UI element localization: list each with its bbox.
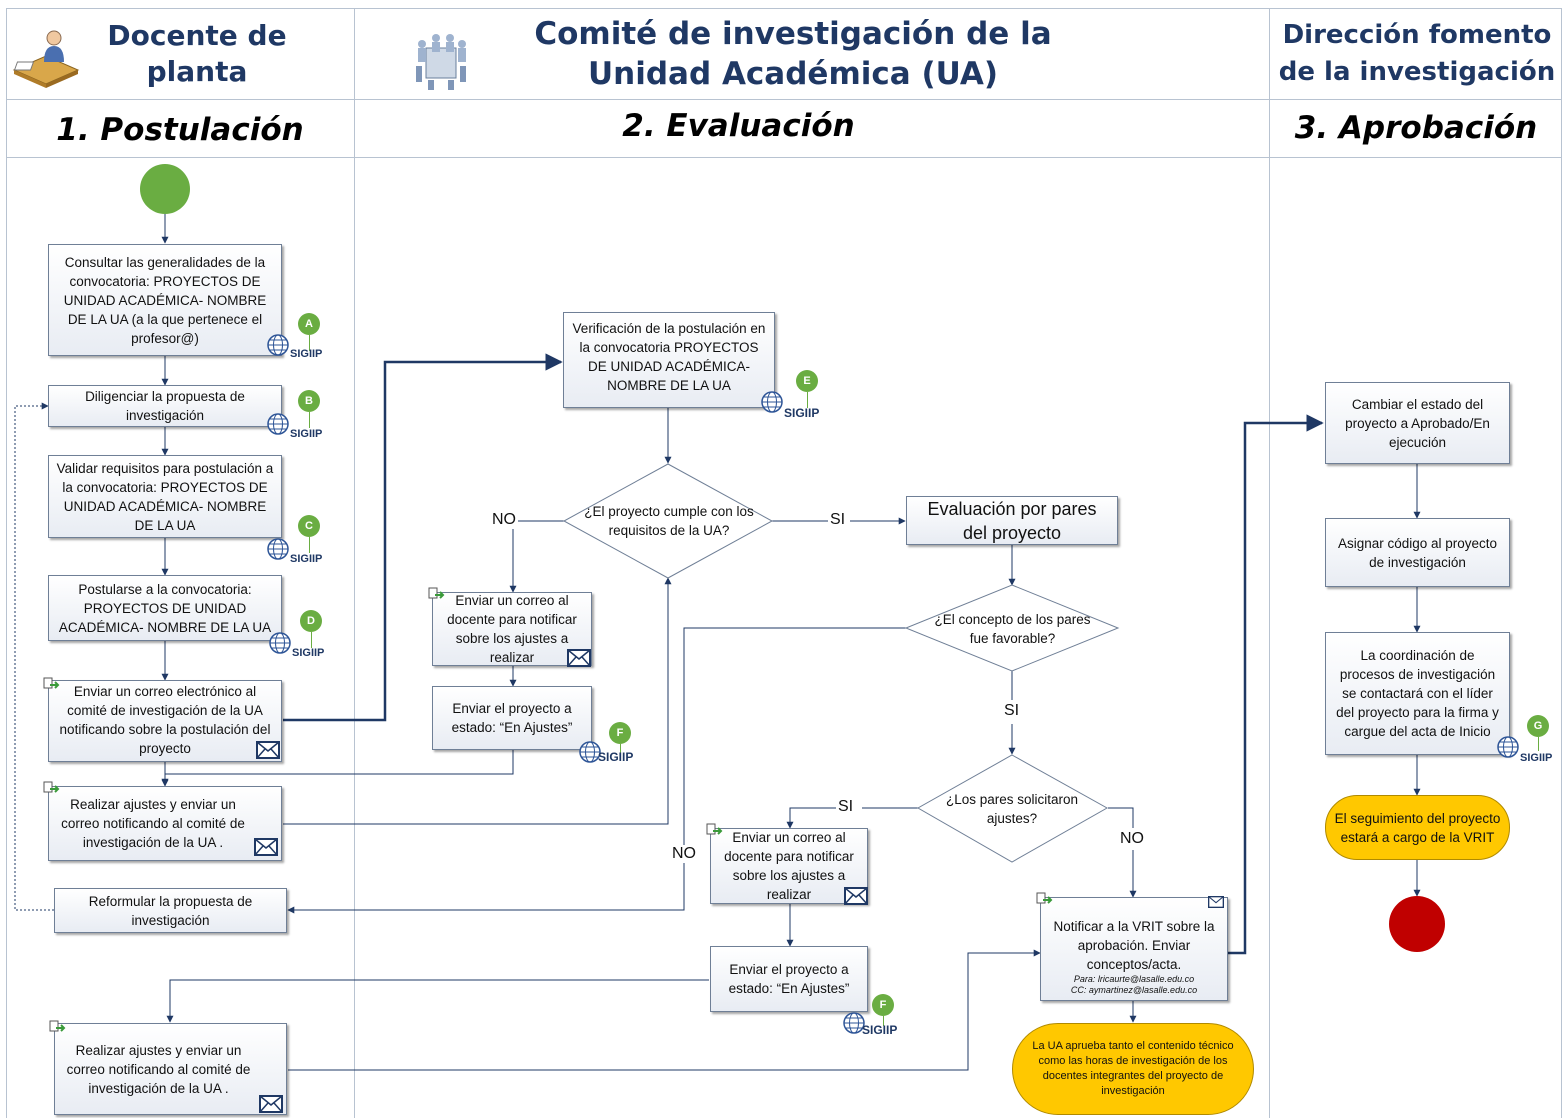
frame-top [6, 8, 1562, 9]
attachment-icon [1036, 892, 1053, 904]
branch-si-cumple: SI [828, 511, 848, 529]
globe-icon [843, 1012, 865, 1034]
branch-si-solicitaron: SI [836, 798, 856, 816]
decision-favorable: ¿El concepto de los pares fue favorable? [934, 612, 1091, 646]
sigiip-label-a: SIGIIP [290, 348, 323, 360]
branch-no-favorable: NO [670, 845, 698, 863]
step-realizar-ajustes-2: Realizar ajustes y enviar un correo noti… [54, 1023, 287, 1115]
envelope-icon [254, 838, 278, 856]
teacher-desk-icon [12, 30, 80, 88]
branch-no-solicitaron: NO [1118, 830, 1146, 848]
badge-a-stem [309, 335, 310, 351]
attachment-icon [43, 677, 60, 689]
lane-header-direccion: Dirección fomento de la investigación [1278, 20, 1556, 87]
globe-icon [761, 391, 783, 413]
envelope-icon [259, 1095, 283, 1113]
sigiip-label-d: SIGIIP [292, 647, 325, 659]
lane-header-comite: Comité de investigación de la Unidad Aca… [534, 16, 1052, 92]
lane-divider-2 [1269, 8, 1270, 1118]
note-ua-aprueba: La UA aprueba tanto el contenido técnico… [1012, 1023, 1254, 1115]
end-event [1389, 896, 1445, 952]
attachment-icon [706, 823, 723, 835]
badge-f-1-stem [620, 744, 621, 756]
badge-g-stem [1538, 737, 1539, 751]
branch-no-cumple: NO [490, 511, 518, 529]
lane-divider-1 [354, 8, 355, 1118]
notificar-vrit-cc: CC: aymartinez@lasalle.edu.co [1070, 984, 1198, 995]
sigiip-label-b: SIGIIP [290, 428, 323, 440]
sigiip-label-g: SIGIIP [1520, 752, 1553, 764]
step-realizar-ajustes-1: Realizar ajustes y enviar un correo noti… [48, 786, 282, 861]
start-event [140, 164, 190, 214]
lane-header-docente: Docente de planta [107, 19, 287, 88]
badge-c: C [298, 515, 320, 537]
attachment-icon [428, 587, 445, 599]
step-consultar-convocatoria: Consultar las generalidades de la convoc… [48, 244, 282, 356]
sigiip-label-f-2: SIGIIP [862, 1023, 898, 1037]
step-diligenciar-propuesta: Diligenciar la propuesta de investigació… [48, 385, 282, 427]
header-divider [6, 99, 1562, 100]
badge-e: E [796, 370, 818, 392]
step-cambiar-estado: Cambiar el estado del proyecto a Aprobad… [1325, 382, 1510, 464]
step-evaluacion-pares: Evaluación por pares del proyecto [906, 496, 1118, 545]
envelope-icon [256, 741, 280, 759]
decision-solicitaron: ¿Los pares solicitaron ajustes? [945, 792, 1079, 826]
notificar-vrit-para: Para: lricaurte@lasalle.edu.co [1073, 973, 1195, 984]
phase-postulacion: 1. Postulación [56, 112, 304, 148]
badge-d-stem [311, 632, 312, 648]
envelope-icon [844, 887, 868, 905]
decision-cumple: ¿El proyecto cumple con los requisitos d… [584, 504, 754, 538]
step-verificacion-postulacion: Verificación de la postulación en la con… [563, 312, 775, 408]
globe-icon [267, 538, 289, 560]
globe-icon [1497, 736, 1519, 758]
step-enviar-correo-comite: Enviar un correo electrónico al comité d… [48, 680, 282, 762]
step-en-ajustes-1: Enviar el proyecto a estado: “En Ajustes… [432, 686, 592, 750]
badge-f-2-stem [883, 1016, 884, 1026]
attachment-icon [43, 781, 60, 793]
step-reformular-propuesta: Reformular la propuesta de investigación [54, 888, 287, 933]
frame-left [6, 8, 7, 1118]
sigiip-label-c: SIGIIP [290, 553, 323, 565]
step-correo-docente-1: Enviar un correo al docente para notific… [432, 592, 592, 666]
globe-icon [579, 741, 601, 763]
badge-d: D [300, 610, 322, 632]
decision-favorable-shape [904, 584, 1120, 672]
globe-icon [267, 413, 289, 435]
committee-meeting-icon [416, 34, 466, 90]
step-en-ajustes-2: Enviar el proyecto a estado: “En Ajustes… [710, 946, 868, 1012]
badge-b-stem [309, 412, 310, 428]
phase-aprobacion: 3. Aprobación [1294, 110, 1538, 146]
badge-b: B [298, 390, 320, 412]
envelope-icon [1208, 896, 1224, 908]
attachment-icon [49, 1020, 66, 1032]
envelope-icon [567, 649, 591, 667]
notificar-vrit-text: Notificar a la VRIT sobre la aprobación.… [1053, 918, 1215, 972]
step-notificar-vrit: Notificar a la VRIT sobre la aprobación.… [1040, 897, 1228, 1001]
globe-icon [269, 632, 291, 654]
sigiip-label-f-1: SIGIIP [598, 750, 634, 764]
step-correo-docente-2: Enviar un correo al docente para notific… [710, 828, 868, 904]
step-asignar-codigo: Asignar código al proyecto de investigac… [1325, 518, 1510, 587]
globe-icon [267, 334, 289, 356]
badge-a: A [298, 313, 320, 335]
decision-cumple-shape [562, 463, 774, 579]
branch-si-favorable: SI [1002, 702, 1022, 720]
step-validar-requisitos: Validar requisitos para postulación a la… [48, 455, 282, 538]
badge-f-2: F [872, 994, 894, 1016]
note-seguimiento: El seguimiento del proyecto estará a car… [1325, 795, 1510, 860]
badge-c-stem [309, 537, 310, 553]
step-coordinacion: La coordinación de procesos de investiga… [1325, 632, 1510, 755]
phase-divider [6, 157, 1562, 158]
step-postularse: Postularse a la convocatoria: PROYECTOS … [48, 575, 282, 641]
badge-g: G [1527, 715, 1549, 737]
phase-evaluacion: 2. Evaluación [622, 108, 855, 144]
decision-solicitaron-shape [916, 754, 1109, 863]
sigiip-label-e: SIGIIP [784, 406, 820, 420]
badge-f-1: F [609, 722, 631, 744]
badge-e-stem [807, 392, 808, 408]
frame-right [1561, 8, 1562, 1118]
